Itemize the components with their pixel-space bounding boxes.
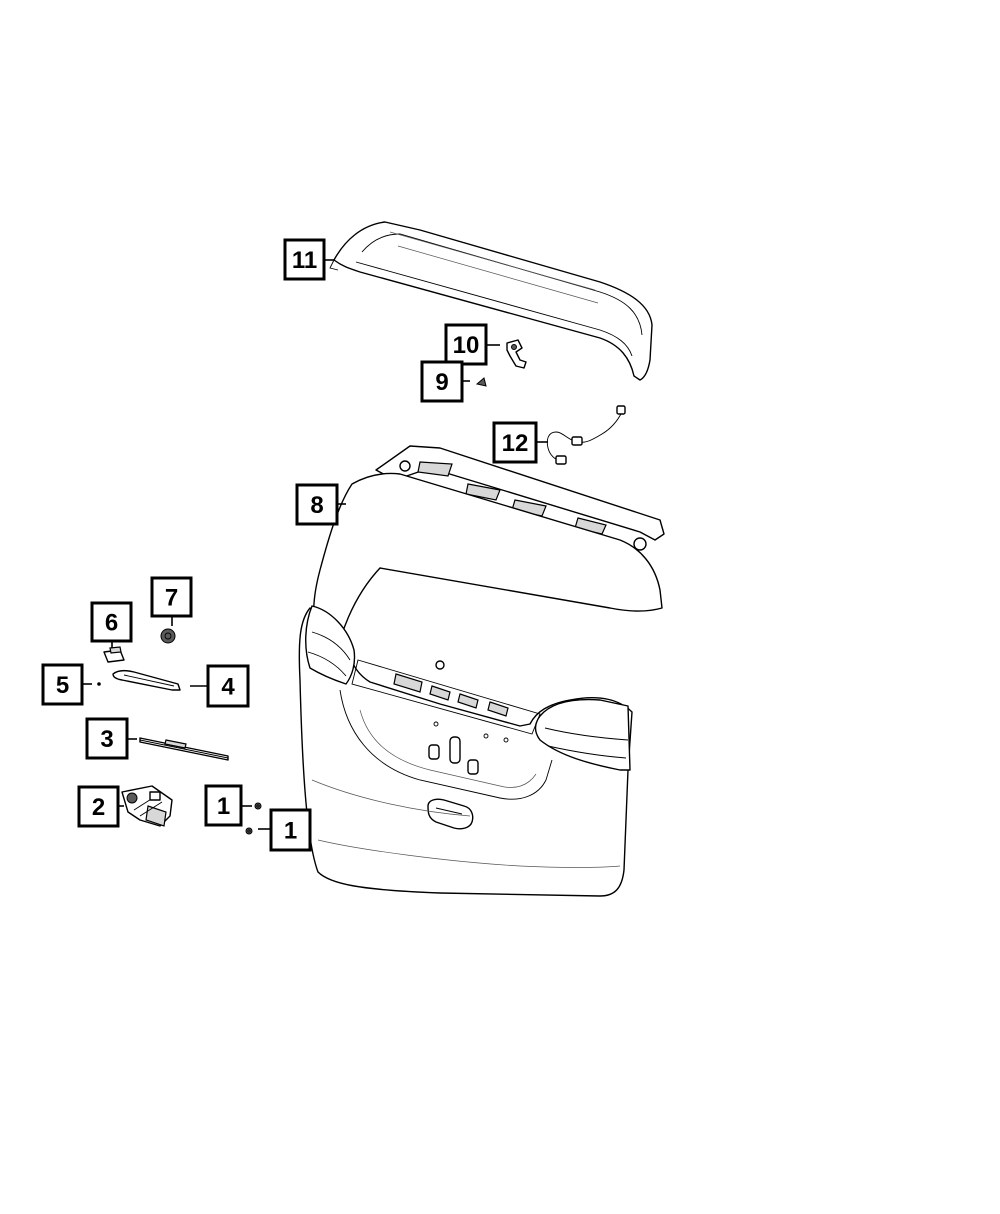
screw	[245, 827, 253, 835]
callout-1a-label: 1	[217, 793, 230, 820]
callout-11-label: 11	[292, 247, 317, 274]
callout-8-label: 8	[310, 492, 323, 519]
callout-9: 9	[420, 360, 464, 403]
liftgate	[298, 445, 665, 897]
wiper-motor	[121, 785, 173, 827]
spoiler	[329, 221, 653, 381]
callout-2: 2	[77, 785, 120, 828]
callout-7: 7	[150, 576, 193, 618]
callout-10: 10	[444, 323, 488, 366]
callout-3-label: 3	[100, 726, 113, 753]
callout-4-label: 4	[221, 674, 235, 701]
callout-8: 8	[295, 483, 339, 526]
wiring-harness	[546, 405, 626, 465]
spacer	[97, 682, 101, 686]
grommet	[254, 802, 262, 810]
callout-3: 3	[85, 717, 129, 760]
cap	[103, 646, 125, 663]
retainer	[475, 377, 487, 387]
callout-7-label: 7	[165, 585, 178, 612]
callout-5-label: 5	[56, 672, 69, 699]
callout-6: 6	[90, 601, 133, 643]
callout-1b-label: 1	[284, 818, 297, 845]
leader-lines	[82, 259, 548, 830]
callout-9-label: 9	[435, 369, 448, 396]
hinge-clip	[506, 339, 527, 369]
callout-12: 12	[492, 421, 538, 464]
callout-4: 4	[206, 664, 250, 708]
callout-6-label: 6	[105, 610, 118, 637]
callout-12-label: 12	[502, 430, 529, 457]
nut	[160, 628, 176, 644]
callout-1b: 1	[269, 808, 312, 852]
callout-11: 11	[283, 238, 326, 281]
wiper-blade	[139, 737, 229, 761]
callout-5: 5	[41, 663, 84, 706]
callout-1a: 1	[204, 784, 243, 827]
callout-2-label: 2	[92, 794, 105, 821]
wiper-arm	[112, 669, 181, 691]
callout-10-label: 10	[453, 332, 480, 359]
